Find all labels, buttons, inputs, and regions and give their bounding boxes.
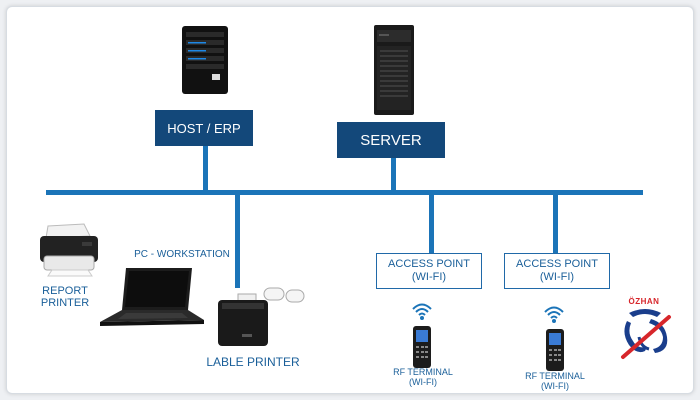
- server-box: SERVER: [337, 122, 445, 158]
- access-point-1-line1: ACCESS POINT: [388, 258, 470, 270]
- rf-terminal-1-line1: RF TERMINAL: [393, 367, 453, 377]
- wifi-icon: [412, 303, 432, 320]
- rf-terminal-2-line1: RF TERMINAL: [525, 371, 585, 381]
- rack-server-icon: [374, 25, 414, 115]
- label-printer-label: LABLE PRINTER: [206, 355, 300, 369]
- handheld-terminal-icon: [546, 329, 564, 371]
- label-printer-icon: [218, 287, 305, 346]
- rf-terminal-2-label: RF TERMINAL (WI-FI): [516, 371, 594, 391]
- host-erp-box: HOST / ERP: [155, 110, 253, 146]
- diagram-frame: [6, 6, 694, 394]
- access-point-2-box: ACCESS POINT (WI-FI): [504, 253, 610, 289]
- rf-terminal-1-label: RF TERMINAL (WI-FI): [384, 367, 462, 387]
- host-link: [203, 146, 208, 192]
- laptop-icon: [100, 268, 204, 326]
- handheld-terminal-icon: [413, 326, 431, 368]
- report-printer-line2: PRINTER: [40, 297, 90, 309]
- server-link: [391, 158, 396, 192]
- access-point-2-line2: (WI-FI): [539, 271, 575, 283]
- logo-text: ÖZHAN: [628, 297, 660, 306]
- label-printer-link: [235, 193, 240, 288]
- network-backbone: [46, 190, 643, 195]
- report-printer-label: REPORT PRINTER: [34, 285, 96, 309]
- access-point-2-line1: ACCESS POINT: [516, 258, 598, 270]
- rf-terminal-2-line2: (WI-FI): [541, 381, 569, 391]
- report-printer-line1: REPORT: [42, 285, 88, 297]
- tower-server-icon: [182, 26, 228, 94]
- wifi-icon: [544, 306, 564, 323]
- access-point-2-link: [553, 193, 558, 253]
- access-point-1-line2: (WI-FI): [411, 271, 447, 283]
- access-point-1-link: [429, 193, 434, 253]
- access-point-1-box: ACCESS POINT (WI-FI): [376, 253, 482, 289]
- rf-terminal-1-line2: (WI-FI): [409, 377, 437, 387]
- company-logo: ÖZHAN: [611, 297, 677, 363]
- laser-printer-icon: [40, 223, 98, 277]
- host-erp-label: HOST / ERP: [167, 120, 241, 136]
- logo-emblem-icon: [621, 309, 671, 359]
- server-label: SERVER: [360, 131, 422, 149]
- pc-workstation-label: PC - WORKSTATION: [134, 249, 230, 260]
